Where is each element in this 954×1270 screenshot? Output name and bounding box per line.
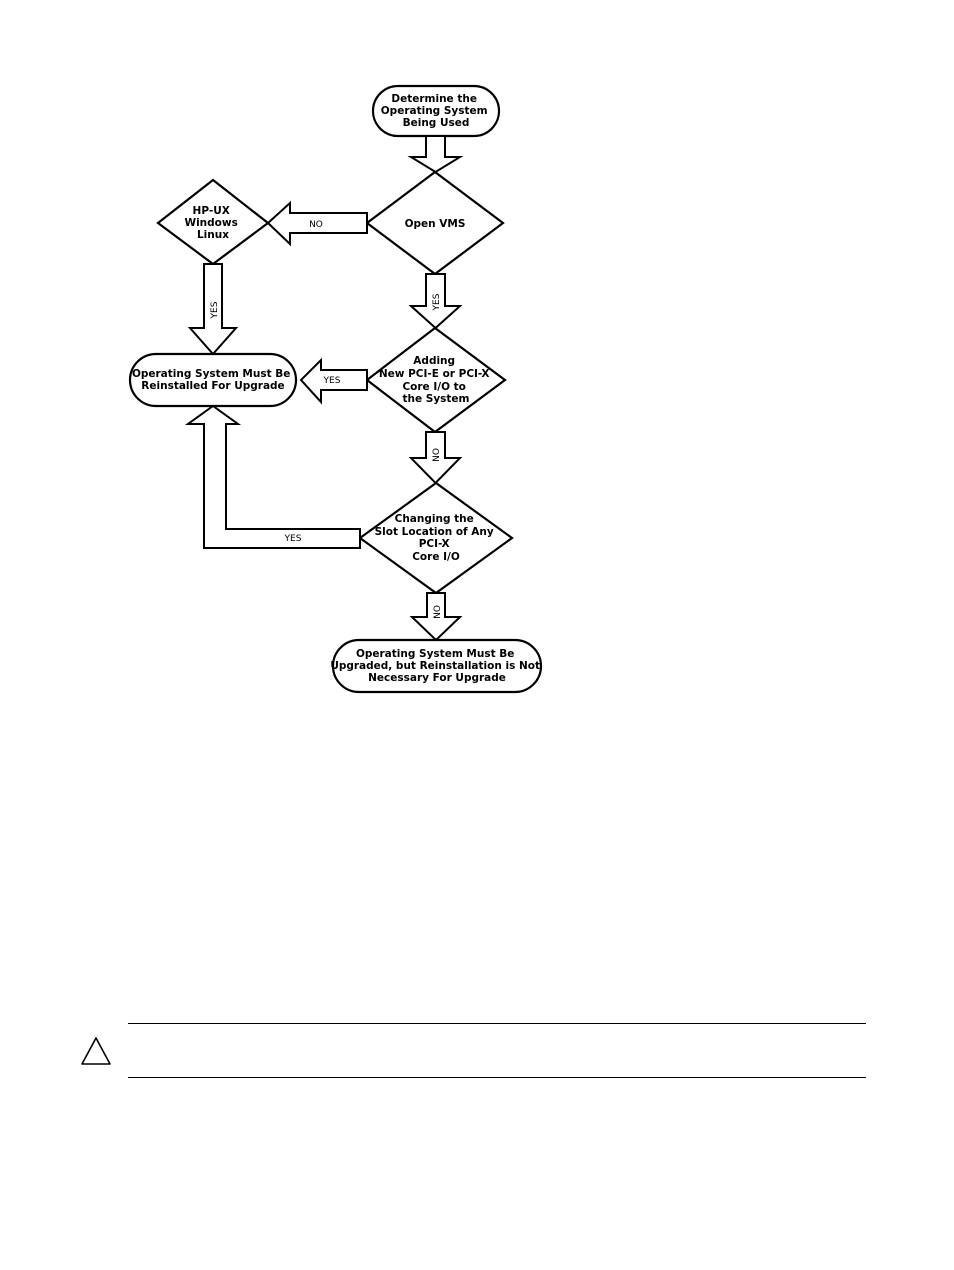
result-upgrade-text: Operating System Must Be Upgraded, but R… xyxy=(330,648,543,684)
openvms-no-label: NO xyxy=(309,220,323,230)
adding-yes-label: YES xyxy=(323,376,341,386)
decision-hpux-text: HP-UX Windows Linux xyxy=(185,205,242,241)
arrow-adding-yes xyxy=(299,357,368,405)
changing-no-label: NO xyxy=(433,605,443,619)
arrow-start-to-openvms xyxy=(407,135,464,174)
caution-bottom-rule xyxy=(128,1077,866,1078)
decision-adding-text: Adding New PCI-E or PCI-X Core I/O to th… xyxy=(379,355,493,405)
decision-adding-core-io xyxy=(365,326,507,434)
arrow-adding-no xyxy=(408,431,463,485)
decision-changing-text: Changing the Slot Location of Any PCI-X … xyxy=(375,513,498,563)
arrow-openvms-no xyxy=(266,200,368,247)
arrow-openvms-yes xyxy=(408,273,463,330)
start-terminal-text: Determine the Operating System Being Use… xyxy=(381,93,492,129)
result-reinstall-text: Operating System Must Be Reinstalled For… xyxy=(132,368,294,392)
arrow-hpux-yes xyxy=(187,263,239,356)
decision-openvms-text: Open VMS xyxy=(405,218,466,230)
openvms-yes-label: YES xyxy=(432,293,442,311)
arrow-changing-yes xyxy=(184,404,361,549)
arrow-changing-no xyxy=(409,592,463,642)
os-upgrade-flowchart: Determine the Operating System Being Use… xyxy=(128,84,543,694)
adding-no-label: NO xyxy=(432,448,442,462)
caution-triangle-icon xyxy=(81,1037,111,1065)
caution-top-rule xyxy=(128,1023,866,1024)
hpux-yes-label: YES xyxy=(210,301,220,319)
result-upgrade-terminal xyxy=(331,638,543,694)
changing-yes-label: YES xyxy=(284,534,302,544)
